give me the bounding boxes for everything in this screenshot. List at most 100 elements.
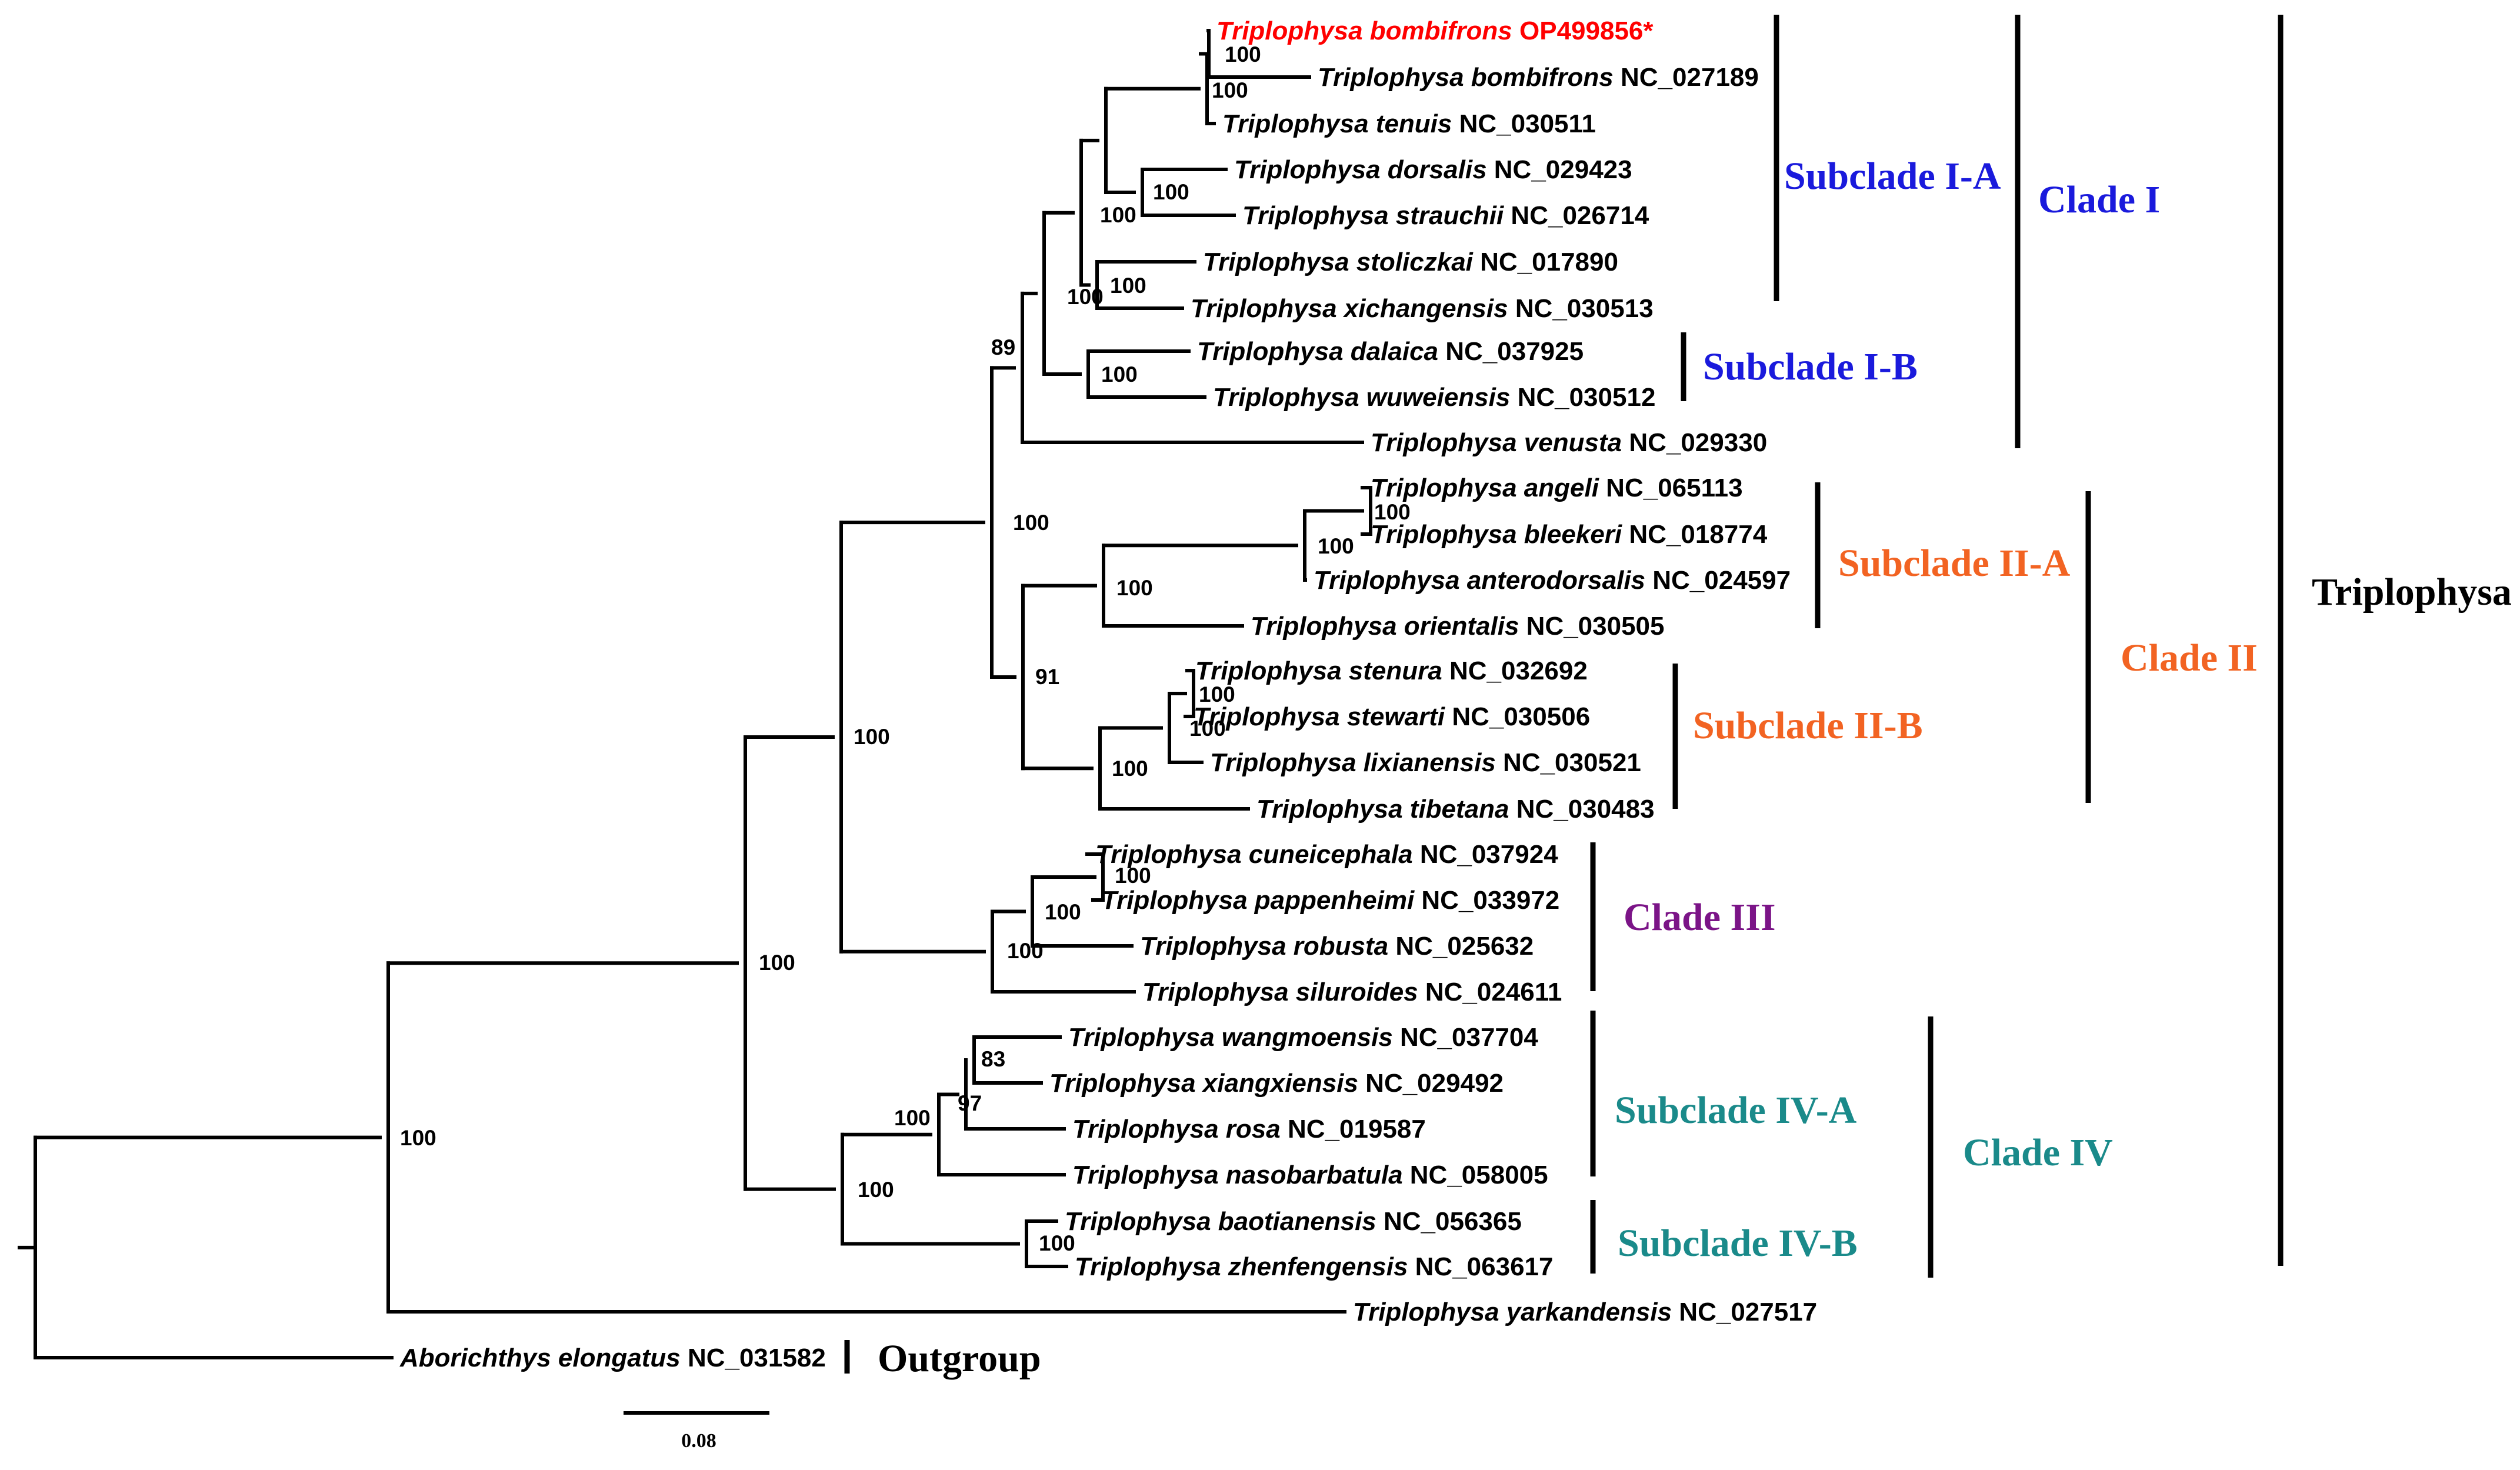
taxon-label: Triplophysa angeli NC_065113 (1371, 474, 1743, 502)
label-subclade_IVB: Subclade IV-B (1618, 1222, 1858, 1265)
taxon-accession: NC_030506 (1445, 702, 1590, 731)
support-value: 100 (1100, 203, 1136, 227)
taxon-label: Triplophysa venusta NC_029330 (1371, 428, 1767, 457)
taxon-accession: OP499856* (1512, 16, 1654, 45)
taxon-label: Triplophysa nasobarbatula NC_058005 (1072, 1161, 1548, 1189)
label-subclade_IIB: Subclade II-B (1693, 704, 1923, 747)
taxon-label: Triplophysa bombifrons NC_027189 (1318, 63, 1759, 92)
support-value: 100 (1067, 285, 1104, 309)
label-subclade_IIA: Subclade II-A (1838, 542, 2071, 585)
taxon-accession: NC_063617 (1408, 1252, 1553, 1281)
taxon-name: Triplophysa tibetana (1256, 795, 1509, 824)
support-value: 100 (1225, 42, 1261, 66)
taxon-label: Triplophysa tenuis NC_030511 (1222, 109, 1596, 138)
taxon-label: Triplophysa dalaica NC_037925 (1197, 337, 1584, 366)
taxon-name: Triplophysa yarkandensis (1353, 1298, 1672, 1326)
taxon-name: Triplophysa lixianensis (1210, 748, 1496, 777)
label-subclade_IVA: Subclade IV-A (1615, 1089, 1857, 1132)
taxon-label: Triplophysa zhenfengensis NC_063617 (1075, 1252, 1554, 1281)
taxon-accession: NC_024597 (1645, 566, 1791, 595)
support-value: 100 (854, 725, 890, 749)
support-value: 100 (858, 1178, 894, 1202)
taxon-name: Aborichthys elongatus (399, 1344, 681, 1372)
taxon-name: Triplophysa anterodorsalis (1314, 566, 1645, 595)
taxon-accession: NC_030505 (1519, 612, 1664, 641)
taxon-accession: NC_037704 (1393, 1023, 1539, 1052)
support-value: 100 (1112, 756, 1148, 781)
taxon-accession: NC_033972 (1414, 886, 1559, 915)
taxon-accession: NC_037925 (1438, 337, 1584, 366)
scale-bar: 0.08 (624, 1411, 769, 1452)
taxon-name: Triplophysa strauchii (1242, 201, 1504, 230)
taxon-name: Triplophysa baotianensis (1065, 1207, 1376, 1236)
taxon-accession: NC_018774 (1622, 520, 1768, 549)
support-value: 100 (1189, 716, 1226, 741)
taxon-name: Triplophysa venusta (1371, 428, 1622, 457)
taxon-label: Triplophysa lixianensis NC_030521 (1210, 748, 1641, 777)
taxon-name: Triplophysa xiangxiensis (1049, 1069, 1358, 1098)
taxon-label: Triplophysa stenura NC_032692 (1195, 656, 1588, 685)
taxon-name: Triplophysa angeli (1371, 474, 1599, 502)
support-value: 97 (958, 1091, 982, 1115)
taxon-label: Aborichthys elongatus NC_031582 (399, 1344, 826, 1372)
support-value: 100 (759, 951, 795, 975)
support-value: 91 (1035, 665, 1059, 689)
taxon-name: Triplophysa stewarti (1194, 702, 1445, 731)
scale-bar-label: 0.08 (681, 1430, 716, 1452)
label-subclade_IA: Subclade I-A (1784, 155, 2001, 198)
taxon-label: Triplophysa xichangensis NC_030513 (1191, 294, 1654, 323)
taxon-name: Triplophysa pappenheimi (1101, 886, 1415, 915)
support-value: 100 (1013, 511, 1049, 535)
taxon-label: Triplophysa baotianensis NC_056365 (1065, 1207, 1522, 1236)
taxon-label: Triplophysa anterodorsalis NC_024597 (1314, 566, 1791, 595)
taxon-name: Triplophysa wangmoensis (1068, 1023, 1393, 1052)
support-value: 100 (1101, 362, 1138, 386)
support-value: 100 (1007, 939, 1044, 963)
taxon-name: Triplophysa nasobarbatula (1072, 1161, 1403, 1189)
taxon-label: Triplophysa pappenheimi NC_033972 (1101, 886, 1559, 915)
taxon-accession: NC_026714 (1504, 201, 1649, 230)
taxon-label: Triplophysa stoliczkai NC_017890 (1203, 248, 1618, 276)
label-outgroup: Outgroup (878, 1337, 1041, 1380)
taxon-label: Triplophysa tibetana NC_030483 (1256, 795, 1655, 824)
taxon-name: Triplophysa stoliczkai (1203, 248, 1474, 276)
support-value: 83 (981, 1047, 1005, 1071)
taxon-accession: NC_024611 (1418, 978, 1562, 1006)
taxon-accession: NC_037924 (1413, 840, 1559, 869)
support-value: 100 (1212, 78, 1248, 102)
support-value: 100 (1039, 1231, 1075, 1255)
taxon-name: Triplophysa bombifrons (1216, 16, 1512, 45)
taxon-accession: NC_065113 (1599, 474, 1743, 502)
taxon-name: Triplophysa bombifrons (1318, 63, 1614, 92)
taxon-name: Triplophysa rosa (1072, 1115, 1281, 1144)
support-value: 100 (1318, 534, 1354, 558)
taxon-label: Triplophysa strauchii NC_026714 (1242, 201, 1649, 230)
taxon-accession: NC_030483 (1509, 795, 1655, 824)
taxon-accession: NC_025632 (1388, 932, 1534, 961)
label-clade_II: Clade II (2121, 636, 2258, 679)
tree-branches (18, 29, 1372, 1359)
taxon-labels: Triplophysa bombifrons OP499856*Triploph… (399, 16, 1817, 1372)
support-value: 100 (1199, 682, 1235, 706)
taxon-name: Triplophysa robusta (1140, 932, 1388, 961)
taxon-label: Triplophysa bombifrons OP499856* (1216, 16, 1654, 45)
taxon-label: Triplophysa stewarti NC_030506 (1194, 702, 1590, 731)
taxon-name: Triplophysa siluroides (1142, 978, 1418, 1006)
taxon-name: Triplophysa dorsalis (1234, 155, 1487, 184)
taxon-accession: NC_030512 (1510, 383, 1655, 412)
taxon-label: Triplophysa wangmoensis NC_037704 (1068, 1023, 1538, 1052)
taxon-accession: NC_027189 (1614, 63, 1759, 92)
support-value: 100 (1153, 180, 1189, 204)
taxon-name: Triplophysa tenuis (1222, 109, 1452, 138)
taxon-label: Triplophysa cuneicephala NC_037924 (1095, 840, 1558, 869)
label-clade_III: Clade III (1624, 896, 1776, 939)
label-clade_I: Clade I (2038, 178, 2160, 221)
taxon-accession: NC_058005 (1403, 1161, 1548, 1189)
taxon-accession: NC_030513 (1508, 294, 1654, 323)
taxon-name: Triplophysa orientalis (1251, 612, 1519, 641)
label-clade_IV: Clade IV (1963, 1131, 2113, 1174)
taxon-accession: NC_030511 (1452, 109, 1596, 138)
